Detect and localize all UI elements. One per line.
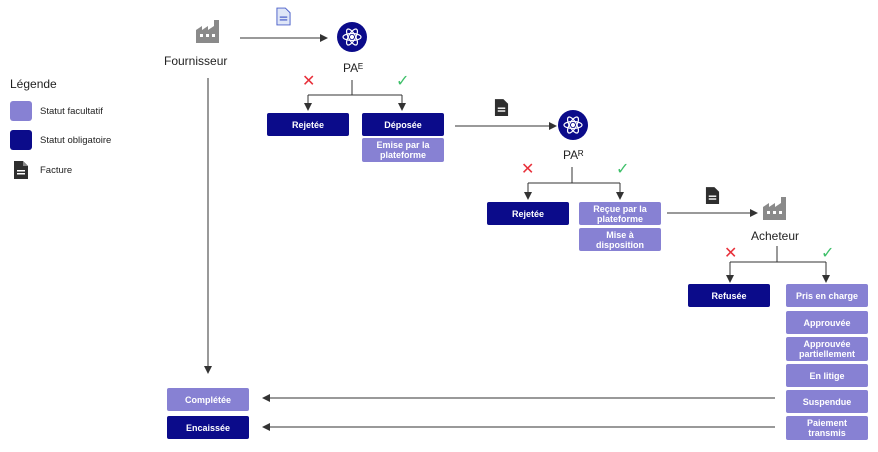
status-r-available: Mise à disposition [579, 228, 661, 251]
platform-r-icon [558, 110, 588, 140]
invoice-icon-3 [705, 186, 720, 210]
legend-optional-swatch [10, 101, 32, 121]
legend-invoice-label: Facture [40, 165, 73, 176]
invoice-icon-2 [494, 98, 509, 122]
status-s-collected: Encaissée [167, 416, 249, 439]
factory-icon-supplier [195, 18, 223, 49]
status-b-refused: Refusée [688, 284, 770, 307]
accept-mark-r: ✓ [616, 161, 630, 178]
status-b-partial: Approuvée partiellement [786, 337, 868, 361]
accept-mark-b: ✓ [821, 245, 835, 262]
reject-mark-r: ✕ [521, 161, 535, 178]
status-b-dispute: En litige [786, 364, 868, 387]
reject-mark-e: ✕ [302, 73, 316, 90]
status-e-rejected: Rejetée [267, 113, 349, 136]
status-b-paid: Paiement transmis [786, 416, 868, 440]
legend-mandatory-label: Statut obligatoire [40, 135, 112, 146]
legend-invoice-icon [13, 160, 29, 185]
accept-mark-e: ✓ [396, 73, 410, 90]
status-b-suspended: Suspendue [786, 390, 868, 413]
legend-title: Légende [10, 77, 57, 91]
status-r-rejected: Rejetée [487, 202, 569, 225]
buyer-label: Acheteur [751, 229, 800, 243]
status-s-completed: Complétée [167, 388, 249, 411]
platform-e-icon [337, 22, 367, 52]
factory-icon-buyer [762, 195, 790, 226]
status-e-emitted: Emise par la plateforme [362, 138, 444, 162]
status-b-taken: Pris en charge [786, 284, 868, 307]
status-b-approved: Approuvée [786, 311, 868, 334]
legend-mandatory-swatch [10, 130, 32, 150]
platform-e-label: PAᴱ [343, 61, 364, 75]
supplier-label: Fournisseur [164, 54, 228, 68]
status-r-received: Reçue par la plateforme [579, 202, 661, 225]
legend-optional-label: Statut facultatif [40, 106, 103, 117]
invoice-icon-1 [276, 7, 291, 31]
platform-r-label: PAᴿ [563, 148, 584, 162]
status-e-deposited: Déposée [362, 113, 444, 136]
reject-mark-b: ✕ [724, 245, 738, 262]
